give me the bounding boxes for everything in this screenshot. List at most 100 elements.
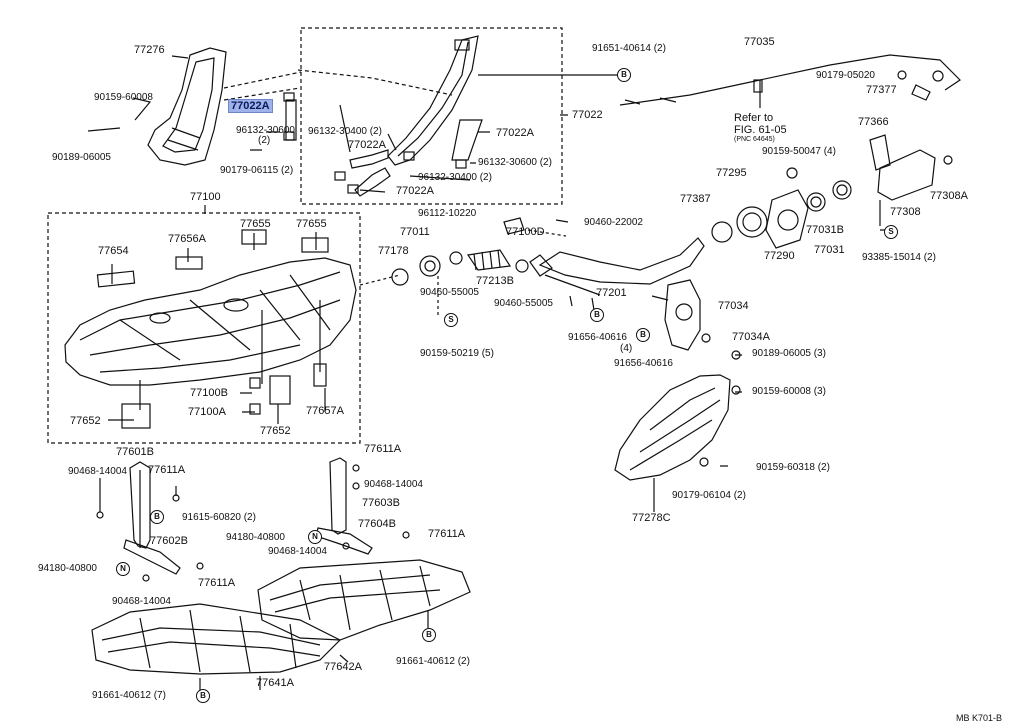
part-label-90460-55005-b[interactable]: 90460-55005 bbox=[494, 298, 553, 309]
part-label-77178[interactable]: 77178 bbox=[378, 245, 409, 257]
part-label-77022A-2[interactable]: 77022A bbox=[496, 127, 534, 139]
marker-N-94180-b: N bbox=[116, 562, 130, 576]
part-label-77611A-a[interactable]: 77611A bbox=[148, 464, 186, 476]
part-label-77308A[interactable]: 77308A bbox=[930, 190, 968, 202]
part-label-90460-55005-a[interactable]: 90460-55005 bbox=[420, 287, 479, 298]
part-label-77100[interactable]: 77100 bbox=[190, 191, 221, 203]
figure-link-61-05[interactable]: FIG. 61-05 bbox=[734, 124, 787, 136]
part-label-77655-b[interactable]: 77655 bbox=[296, 218, 327, 230]
filler-pipe-77022 bbox=[387, 35, 479, 166]
part-label-77100A[interactable]: 77100A bbox=[188, 406, 226, 418]
part-label-77278C[interactable]: 77278C bbox=[632, 512, 671, 524]
part-label-77604B[interactable]: 77604B bbox=[358, 518, 396, 530]
part-label-77201[interactable]: 77201 bbox=[596, 287, 627, 299]
part-label-96132-30600-b[interactable]: 96132-30600 (2) bbox=[478, 157, 552, 168]
gasket-77387 bbox=[711, 221, 733, 243]
refer-to-label: Refer to bbox=[734, 112, 774, 124]
part-label-77100D[interactable]: 77100D bbox=[506, 226, 545, 238]
part-label-77655-a[interactable]: 77655 bbox=[240, 218, 271, 230]
part-label-96132-30400-b[interactable]: 96132-30400 (2) bbox=[418, 172, 492, 183]
part-label-77011[interactable]: 77011 bbox=[400, 226, 430, 238]
part-label-90159-50219[interactable]: 90159-50219 (5) bbox=[420, 348, 494, 359]
part-label-90468-14004-c[interactable]: 90468-14004 bbox=[268, 546, 327, 557]
part-label-90159-50047[interactable]: 90159-50047 (4) bbox=[762, 146, 836, 157]
diagram-code: MB K701-B bbox=[955, 713, 1002, 723]
part-label-77034A[interactable]: 77034A bbox=[732, 331, 770, 343]
part-label-77022A-1[interactable]: 77022A bbox=[348, 139, 386, 151]
part-label-91656-40616-a[interactable]: 91656-40616 bbox=[568, 332, 627, 343]
marker-B-91651: B bbox=[617, 68, 631, 82]
part-label-90159-60318[interactable]: 90159-60318 (2) bbox=[756, 462, 830, 473]
part-label-qty-2: (2) bbox=[258, 135, 271, 146]
part-label-91651-40614[interactable]: 91651-40614 (2) bbox=[592, 43, 666, 54]
part-label-77611A-b[interactable]: 77611A bbox=[364, 443, 402, 455]
part-label-77276[interactable]: 77276 bbox=[134, 44, 165, 56]
part-label-77387[interactable]: 77387 bbox=[680, 193, 711, 205]
marker-B-91661-a: B bbox=[422, 628, 436, 642]
part-label-77657A[interactable]: 77657A bbox=[306, 405, 344, 417]
part-label-96132-30600[interactable]: 96132-30600 bbox=[236, 125, 295, 136]
part-label-77652-b[interactable]: 77652 bbox=[260, 425, 291, 437]
part-label-90460-22002[interactable]: 90460-22002 bbox=[584, 217, 643, 228]
part-label-90468-14004-a[interactable]: 90468-14004 bbox=[68, 466, 127, 477]
part-label-77308[interactable]: 77308 bbox=[890, 206, 921, 218]
part-label-91615-60820[interactable]: 91615-60820 (2) bbox=[182, 512, 256, 523]
marker-N-94180-a: N bbox=[308, 530, 322, 544]
part-label-77022A-3[interactable]: 77022A bbox=[396, 185, 434, 197]
part-label-94180-40800-a[interactable]: 94180-40800 bbox=[226, 532, 285, 543]
part-label-91656-40616-b[interactable]: 91656-40616 bbox=[614, 358, 673, 369]
part-label-90159-60008[interactable]: 90159-60008 bbox=[94, 92, 153, 103]
part-label-77290[interactable]: 77290 bbox=[764, 250, 795, 262]
part-label-77377[interactable]: 77377 bbox=[866, 84, 897, 96]
part-label-90189-06005[interactable]: 90189-06005 bbox=[52, 152, 111, 163]
part-label-90179-06115[interactable]: 90179-06115 (2) bbox=[220, 165, 294, 176]
part-label-77652-a[interactable]: 77652 bbox=[70, 415, 101, 427]
part-label-94180-40800-b[interactable]: 94180-40800 bbox=[38, 563, 97, 574]
part-label-93385-15014[interactable]: 93385-15014 (2) bbox=[862, 252, 936, 263]
part-label-90159-60008-b[interactable]: 90159-60008 (3) bbox=[752, 386, 826, 397]
part-label-77022A-highlighted[interactable]: 77022A bbox=[228, 99, 273, 113]
part-label-90189-06005-b[interactable]: 90189-06005 (3) bbox=[752, 348, 826, 359]
part-label-77611A-c[interactable]: 77611A bbox=[428, 528, 466, 540]
part-label-77031B[interactable]: 77031B bbox=[806, 224, 844, 236]
part-label-90468-14004-d[interactable]: 90468-14004 bbox=[112, 596, 171, 607]
under-cover-77642A bbox=[257, 559, 471, 641]
part-label-77641A[interactable]: 77641A bbox=[256, 677, 294, 689]
bracket-77601B bbox=[129, 461, 151, 549]
part-label-77654[interactable]: 77654 bbox=[98, 245, 129, 257]
pnc-label: (PNC 64645) bbox=[734, 136, 775, 143]
marker-B-91615: B bbox=[150, 510, 164, 524]
part-label-77100B[interactable]: 77100B bbox=[190, 387, 228, 399]
under-cover-77641A bbox=[91, 603, 342, 675]
part-label-77031[interactable]: 77031 bbox=[814, 244, 845, 256]
part-label-77022[interactable]: 77022 bbox=[572, 109, 603, 121]
filler-pipe-group-frame bbox=[300, 27, 563, 205]
part-label-91661-40612-a[interactable]: 91661-40612 (2) bbox=[396, 656, 470, 667]
part-label-90179-06104[interactable]: 90179-06104 (2) bbox=[672, 490, 746, 501]
part-label-77656A[interactable]: 77656A bbox=[168, 233, 206, 245]
part-label-77034[interactable]: 77034 bbox=[718, 300, 749, 312]
part-label-77295[interactable]: 77295 bbox=[716, 167, 747, 179]
part-label-77213B[interactable]: 77213B bbox=[476, 275, 514, 287]
marker-B-91661-b: B bbox=[196, 689, 210, 703]
shield-77278C bbox=[614, 374, 731, 481]
part-label-qty-4: (4) bbox=[620, 343, 633, 354]
part-label-77602B[interactable]: 77602B bbox=[150, 535, 188, 547]
part-label-96132-30400-a[interactable]: 96132-30400 (2) bbox=[308, 126, 382, 137]
part-label-96112-10220[interactable]: 96112-10220 bbox=[418, 208, 477, 219]
cable-77035 bbox=[619, 54, 961, 106]
part-label-77611A-d[interactable]: 77611A bbox=[198, 577, 236, 589]
part-label-77035[interactable]: 77035 bbox=[744, 36, 775, 48]
part-label-77603B[interactable]: 77603B bbox=[362, 497, 400, 509]
fuel-tank-77100 bbox=[64, 257, 357, 386]
part-label-91661-40612-b[interactable]: 91661-40612 (7) bbox=[92, 690, 166, 701]
part-label-90179-05020[interactable]: 90179-05020 bbox=[816, 70, 875, 81]
marker-S-90159-50219: S bbox=[444, 313, 458, 327]
part-label-77642A[interactable]: 77642A bbox=[324, 661, 362, 673]
seal-77034 bbox=[664, 279, 701, 351]
part-label-90468-14004-b[interactable]: 90468-14004 bbox=[364, 479, 423, 490]
fuel-tank-group-frame bbox=[47, 212, 361, 444]
part-label-77366[interactable]: 77366 bbox=[858, 116, 889, 128]
part-label-77601B[interactable]: 77601B bbox=[116, 446, 154, 458]
